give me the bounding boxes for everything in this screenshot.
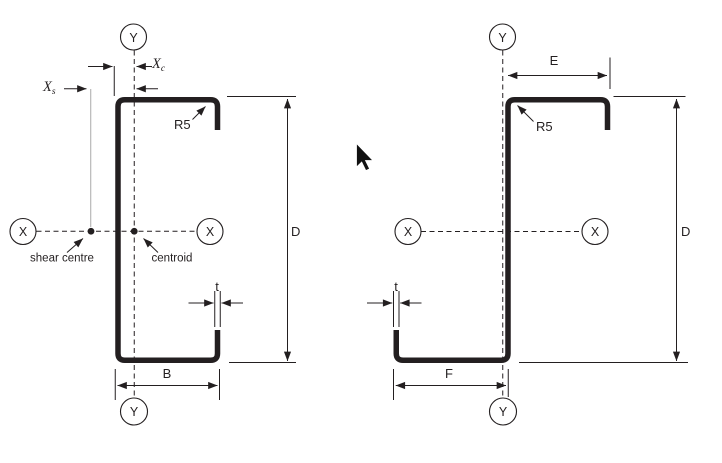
z-depth-label: D [681,224,691,239]
c-channel-diagram [9,23,296,426]
z-section-outline [393,97,611,363]
c-y-axis-circle-top [119,23,148,51]
z-x-axis-label-right: X [590,224,600,239]
z-bottom-flange-label: F [445,366,453,381]
z-y-axis-label-bottom: Y [498,404,508,419]
c-depth-label: D [291,224,301,239]
c-centroid-offset-label: Xc [152,57,165,75]
c-shear-centre-leader-arrow [66,238,84,253]
c-radius-label: R5 [174,117,191,132]
c-centroid-leader-arrow [143,238,159,253]
c-centroid-offset-main: X [152,56,161,72]
c-centroid-dot [130,227,138,235]
c-x-axis-label-right: X [205,224,215,239]
c-y-axis-circle-bottom [119,397,149,426]
c-radius-leader-arrow [192,106,206,120]
z-y-axis-circle-top [488,23,517,51]
z-top-flange-label: E [549,53,559,68]
z-x-axis-circle-right [581,217,609,246]
z-y-axis-label-top: Y [498,30,507,45]
mouse-cursor-icon [356,142,374,172]
c-section-outline [115,97,221,363]
c-centroid-offset-sub: c [160,64,166,74]
z-x-axis-circle-left [394,217,422,246]
c-thickness-label: t [215,279,219,294]
c-shear-offset-label: Xs [43,80,56,98]
z-y-axis-circle-bottom [488,397,518,426]
c-x-axis-label-left: X [18,224,28,239]
z-radius-leader-arrow [517,105,534,122]
c-shear-centre-label: shear centre [30,252,94,265]
z-thickness-label: t [394,279,398,294]
c-shear-offset-main: X [43,79,52,95]
c-shear-centre-dot [87,227,95,235]
c-centroid-label: centroid [151,252,193,265]
z-radius-label: R5 [536,119,553,134]
c-width-label: B [162,366,172,381]
c-x-axis-circle-right [196,217,224,246]
z-section-diagram [367,23,688,426]
z-x-axis-label-left: X [403,224,413,239]
c-y-axis-label-bottom: Y [129,404,139,419]
c-x-axis-circle-left [9,217,37,246]
c-y-axis-label-top: Y [129,30,138,45]
c-shear-offset-sub: s [51,87,56,97]
